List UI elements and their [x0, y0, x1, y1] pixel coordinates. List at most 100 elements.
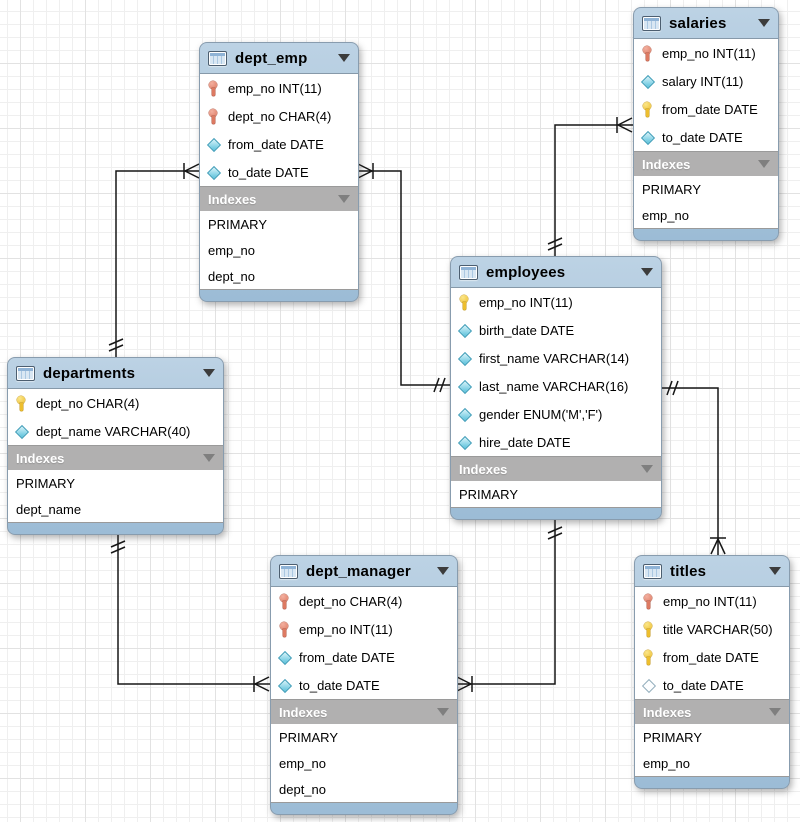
indexes-header[interactable]: Indexes — [200, 187, 358, 211]
index-row[interactable]: PRIMARY — [16, 475, 75, 491]
relationship-salaries-employees[interactable] — [547, 117, 633, 256]
indexes-header[interactable]: Indexes — [635, 700, 789, 724]
column-row[interactable]: emp_no INT(11) — [271, 615, 457, 643]
column-row[interactable]: emp_no INT(11) — [451, 288, 661, 316]
column-row[interactable]: title VARCHAR(50) — [635, 615, 789, 643]
column-row[interactable]: to_date DATE — [634, 123, 778, 151]
collapse-triangle-icon[interactable] — [758, 19, 770, 27]
index-row[interactable]: emp_no — [208, 242, 255, 258]
column-row[interactable]: from_date DATE — [200, 130, 358, 158]
index-row[interactable]: emp_no — [279, 755, 326, 771]
indexes-triangle-icon[interactable] — [437, 708, 449, 716]
index-row[interactable]: PRIMARY — [459, 486, 518, 502]
relationship-line[interactable] — [117, 532, 270, 685]
column-row[interactable]: from_date DATE — [271, 643, 457, 671]
indexes-triangle-icon[interactable] — [758, 160, 770, 168]
collapse-triangle-icon[interactable] — [203, 369, 215, 377]
index-row[interactable]: PRIMARY — [643, 729, 702, 745]
column-row[interactable]: dept_no CHAR(4) — [200, 102, 358, 130]
column-row[interactable]: emp_no INT(11) — [635, 587, 789, 615]
crow-foot-icon — [710, 537, 726, 555]
relationship-dept_emp-departments[interactable] — [108, 163, 200, 357]
index-row[interactable]: dept_no — [208, 268, 255, 284]
indexes-triangle-icon[interactable] — [641, 465, 653, 473]
index-row[interactable]: PRIMARY — [208, 216, 267, 232]
table-header[interactable]: salaries — [634, 8, 778, 38]
table-dept_manager[interactable]: dept_manager dept_no CHAR(4) emp_no INT(11… — [270, 555, 458, 815]
column-row[interactable]: birth_date DATE — [451, 316, 661, 344]
column-row[interactable]: hire_date DATE — [451, 428, 661, 456]
indexes-header[interactable]: Indexes — [634, 152, 778, 176]
column-row[interactable]: dept_name VARCHAR(40) — [8, 417, 223, 445]
relationship-titles-employees[interactable] — [660, 380, 726, 555]
table-titles[interactable]: titles emp_no INT(11) title VARCHAR(50) fro… — [634, 555, 790, 789]
index-row[interactable]: dept_name — [16, 501, 82, 517]
relationship-line[interactable] — [357, 170, 450, 386]
index-row[interactable]: PRIMARY — [279, 729, 338, 745]
table-title: dept_manager — [306, 562, 411, 580]
table-icon — [16, 365, 35, 381]
table-header[interactable]: dept_emp — [200, 43, 358, 73]
relationship-line[interactable] — [115, 170, 199, 357]
column-row[interactable]: from_date DATE — [635, 643, 789, 671]
index-row[interactable]: emp_no — [642, 207, 689, 223]
indexes-triangle-icon[interactable] — [769, 708, 781, 716]
table-salaries[interactable]: salaries emp_no INT(11)salary INT(11)from… — [633, 7, 779, 241]
key-yellow-icon — [642, 621, 655, 638]
indexes-header[interactable]: Indexes — [8, 446, 223, 470]
column-row[interactable]: emp_no INT(11) — [200, 74, 358, 102]
indexes-triangle-icon[interactable] — [338, 195, 350, 203]
table-header[interactable]: departments — [8, 358, 223, 388]
relationship-dept_manager-employees[interactable] — [456, 517, 563, 692]
diamond-filled-icon — [15, 423, 28, 440]
table-header[interactable]: dept_manager — [271, 556, 457, 586]
column-row[interactable]: gender ENUM('M','F') — [451, 400, 661, 428]
indexes-triangle-icon[interactable] — [203, 454, 215, 462]
key-yellow-icon — [15, 395, 28, 412]
relationship-dept_emp-employees[interactable] — [357, 163, 450, 393]
column-label: emp_no INT(11) — [663, 593, 757, 609]
table-icon — [459, 264, 478, 280]
table-header[interactable]: titles — [635, 556, 789, 586]
relationship-dept_manager-departments[interactable] — [110, 532, 270, 692]
relationship-line[interactable] — [456, 517, 556, 685]
column-row[interactable]: first_name VARCHAR(14) — [451, 344, 661, 372]
collapse-triangle-icon[interactable] — [437, 567, 449, 575]
table-departments[interactable]: departments dept_no CHAR(4)dept_name VARC… — [7, 357, 224, 535]
collapse-triangle-icon[interactable] — [769, 567, 781, 575]
table-footer — [635, 777, 789, 788]
column-row[interactable]: to_date DATE — [271, 671, 457, 699]
crow-foot-icon — [456, 676, 473, 692]
diamond-filled-icon — [207, 164, 220, 181]
table-title: departments — [43, 364, 136, 382]
column-row[interactable]: to_date DATE — [200, 158, 358, 186]
key-red-icon — [642, 593, 655, 610]
column-row[interactable]: salary INT(11) — [634, 67, 778, 95]
column-row[interactable]: dept_no CHAR(4) — [271, 587, 457, 615]
index-row[interactable]: PRIMARY — [642, 181, 701, 197]
relationship-line[interactable] — [660, 387, 719, 555]
table-title: salaries — [669, 14, 727, 32]
column-row[interactable]: emp_no INT(11) — [634, 39, 778, 67]
column-row[interactable]: last_name VARCHAR(16) — [451, 372, 661, 400]
index-row[interactable]: emp_no — [643, 755, 690, 771]
collapse-triangle-icon[interactable] — [338, 54, 350, 62]
column-row[interactable]: dept_no CHAR(4) — [8, 389, 223, 417]
indexes-header[interactable]: Indexes — [451, 457, 661, 481]
key-yellow-icon — [641, 101, 654, 118]
indexes-header[interactable]: Indexes — [271, 700, 457, 724]
column-label: emp_no INT(11) — [299, 621, 393, 637]
relationship-line[interactable] — [554, 124, 633, 256]
indexes-section: PRIMARY emp_no — [634, 176, 778, 229]
collapse-triangle-icon[interactable] — [641, 268, 653, 276]
index-row[interactable]: dept_no — [279, 781, 326, 797]
column-label: from_date DATE — [663, 649, 759, 665]
column-row[interactable]: from_date DATE — [634, 95, 778, 123]
column-row[interactable]: to_date DATE — [635, 671, 789, 699]
columns-section: emp_no INT(11) title VARCHAR(50) from_date… — [635, 586, 789, 700]
table-header[interactable]: employees — [451, 257, 661, 287]
